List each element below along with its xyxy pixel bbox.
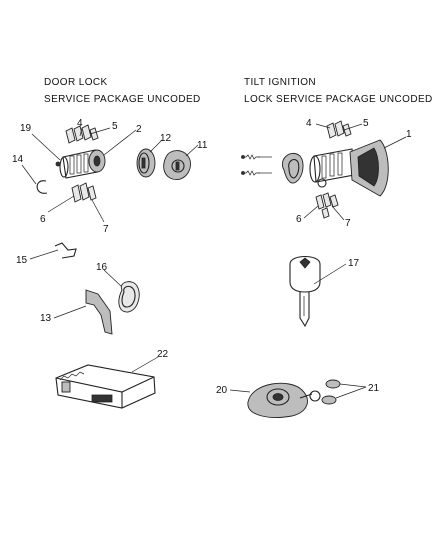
callout-1: 1 — [406, 129, 412, 140]
callout-labels: 19 4 5 2 12 11 14 6 7 15 16 13 22 4 5 1 … — [12, 118, 412, 396]
callout-21: 21 — [368, 383, 380, 394]
lock-bezel — [163, 150, 191, 180]
door-lock-subtitle: SERVICE PACKAGE UNCODED — [44, 94, 201, 105]
ignition-key — [289, 255, 321, 328]
callout-19: 19 — [20, 123, 32, 134]
callout-16: 16 — [96, 262, 108, 273]
ignition-retainer-ring — [282, 152, 304, 184]
e-clip — [36, 180, 48, 194]
callout-2: 2 — [136, 124, 142, 135]
callout-4-ignition: 4 — [306, 118, 312, 129]
callout-11: 11 — [197, 140, 208, 151]
ignition-wafers-lower — [315, 192, 339, 219]
remote-transmitter — [247, 382, 321, 418]
gasket-ring — [118, 281, 140, 313]
lock-wafers-upper — [65, 124, 99, 144]
leader-lines — [21, 123, 407, 399]
ignition-wafers-upper — [326, 120, 352, 139]
callout-14: 14 — [12, 154, 24, 165]
callout-6-ignition: 6 — [296, 214, 302, 225]
callout-17: 17 — [348, 258, 360, 269]
callout-15: 15 — [16, 255, 28, 266]
callout-5-door: 5 — [112, 121, 118, 132]
lock-wafers-lower — [71, 182, 97, 203]
callout-4-door: 4 — [77, 118, 83, 129]
lock-cap — [136, 148, 156, 178]
callout-7-door: 7 — [103, 224, 109, 235]
door-lock-title: DOOR LOCK — [44, 77, 108, 88]
lock-shield — [85, 289, 113, 335]
callout-22: 22 — [157, 349, 169, 360]
tilt-ignition-title: TILT IGNITION — [244, 77, 317, 88]
door-lock-cylinder — [55, 149, 106, 179]
callout-6-door: 6 — [40, 214, 46, 225]
control-module — [55, 364, 156, 409]
remote-batteries — [321, 379, 341, 405]
ignition-springs — [241, 154, 272, 176]
ignition-cylinder — [309, 139, 389, 197]
callout-7-ignition: 7 — [345, 218, 351, 229]
callout-5-ignition: 5 — [363, 118, 369, 129]
tilt-ignition-subtitle: LOCK SERVICE PACKAGE UNCODED — [244, 94, 433, 105]
wire-clip — [54, 242, 77, 259]
callout-13: 13 — [40, 313, 52, 324]
callout-20: 20 — [216, 385, 228, 396]
callout-12: 12 — [160, 133, 172, 144]
